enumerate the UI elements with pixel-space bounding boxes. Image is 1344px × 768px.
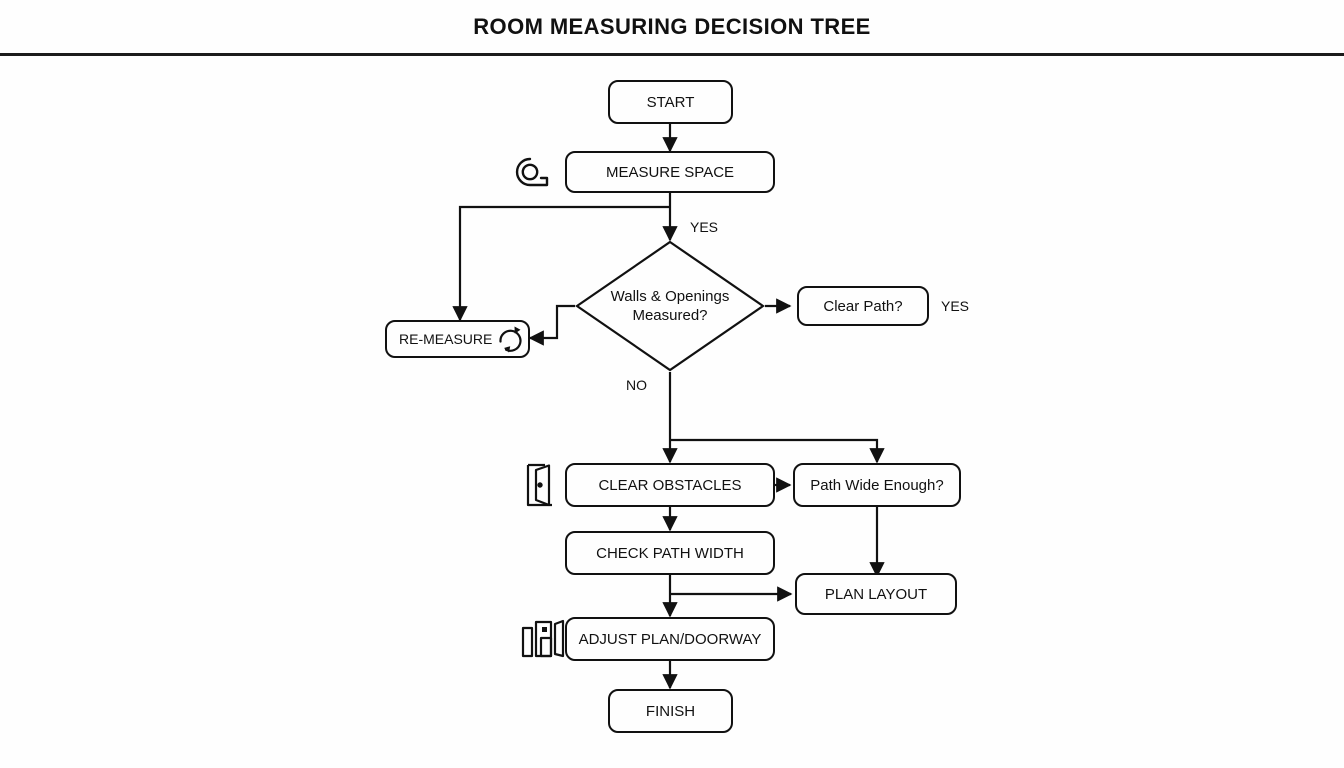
node-clear-obstacles[interactable]: CLEAR OBSTACLES bbox=[565, 463, 775, 507]
edge-walls-remeasure bbox=[528, 304, 575, 346]
node-check-path-width-label: CHECK PATH WIDTH bbox=[596, 544, 744, 562]
diagram-canvas: START MEASURE SPACE RE-MEASURE bbox=[0, 54, 1344, 768]
header-divider bbox=[0, 53, 1344, 56]
edge-label-yes-walls: YES bbox=[690, 219, 719, 235]
node-start[interactable]: START bbox=[608, 80, 733, 124]
node-clear-path-label: Clear Path? bbox=[823, 297, 903, 315]
node-check-path-width[interactable]: CHECK PATH WIDTH bbox=[565, 531, 775, 575]
node-re-measure-label: RE-MEASURE bbox=[399, 331, 493, 347]
edge-walls-pathwide bbox=[670, 438, 885, 464]
node-path-wide-enough-label: Path Wide Enough? bbox=[810, 476, 944, 494]
diamond-shape bbox=[575, 240, 765, 372]
node-finish[interactable]: FINISH bbox=[608, 689, 733, 733]
node-adjust-plan-doorway-label: ADJUST PLAN/DOORWAY bbox=[578, 630, 762, 648]
node-walls-openings-decision[interactable]: Walls & Openings Measured? bbox=[575, 240, 765, 372]
node-adjust-plan-doorway[interactable]: ADJUST PLAN/DOORWAY bbox=[565, 617, 775, 661]
node-plan-layout-label: PLAN LAYOUT bbox=[824, 585, 928, 603]
node-re-measure[interactable]: RE-MEASURE bbox=[385, 320, 530, 358]
tape-measure-icon bbox=[515, 157, 549, 187]
node-walls-openings-label-line2: Measured? bbox=[632, 307, 708, 324]
page-title: ROOM MEASURING DECISION TREE bbox=[473, 14, 871, 39]
node-measure-space[interactable]: MEASURE SPACE bbox=[565, 151, 775, 193]
node-walls-openings-label-line1: Walls & Openings bbox=[610, 287, 730, 305]
node-finish-label: FINISH bbox=[645, 702, 696, 720]
doorway-wall-icon bbox=[521, 619, 565, 658]
node-start-label: START bbox=[646, 93, 695, 111]
edge-label-no-walls: NO bbox=[626, 377, 647, 393]
page-header: ROOM MEASURING DECISION TREE bbox=[0, 0, 1344, 56]
open-door-icon bbox=[526, 463, 552, 507]
node-clear-path[interactable]: Clear Path? bbox=[797, 286, 929, 326]
node-measure-space-label: MEASURE SPACE bbox=[605, 163, 735, 181]
node-plan-layout[interactable]: PLAN LAYOUT bbox=[795, 573, 957, 615]
edge-label-yes-clearpath: YES bbox=[941, 298, 970, 314]
refresh-loop-icon bbox=[499, 326, 522, 353]
node-clear-obstacles-label: CLEAR OBSTACLES bbox=[598, 476, 742, 494]
node-path-wide-enough[interactable]: Path Wide Enough? bbox=[793, 463, 961, 507]
